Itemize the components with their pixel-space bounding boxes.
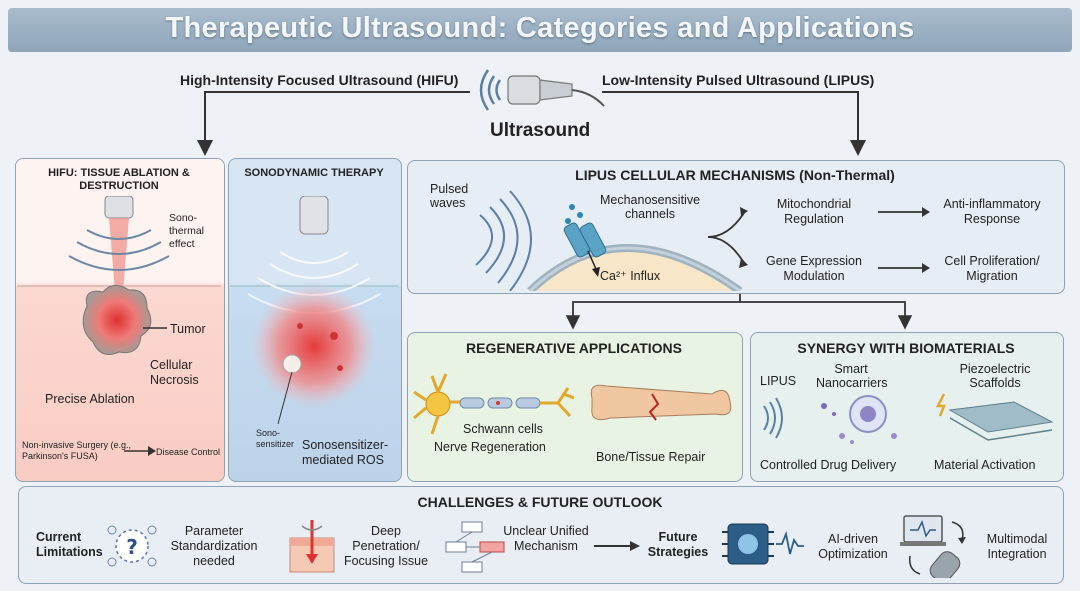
disease-control-label: Disease Control bbox=[156, 447, 221, 457]
future-strategies-label: Future Strategies bbox=[647, 530, 709, 559]
future-arrow-icon bbox=[594, 541, 640, 551]
ultrasound-probe-icon bbox=[479, 69, 605, 111]
gene-label: Gene Expression Modulation bbox=[766, 254, 862, 283]
pulsed-waves-label: Pulsed waves bbox=[430, 182, 469, 210]
synergy-lipus-label: LIPUS bbox=[760, 374, 797, 388]
mechanosensitive-label: Mechanosensitive channels bbox=[599, 193, 701, 221]
sdt-title: SONODYNAMIC THERAPY bbox=[244, 167, 384, 179]
ultrasound-label: Ultrasound bbox=[490, 120, 591, 141]
schwann-label: Schwann cells bbox=[463, 422, 543, 436]
regen-title: REGENERATIVE APPLICATIONS bbox=[466, 340, 682, 356]
sono-thermal-label: Sono-thermal effect bbox=[169, 212, 205, 250]
lipus-cell-illustration bbox=[475, 190, 748, 291]
skin-penetration-icon bbox=[289, 520, 335, 573]
smart-nanocarriers-label: Smart Nanocarriers bbox=[816, 362, 888, 390]
hifu-branch-label: High-Intensity Focused Ultrasound (HIFU) bbox=[180, 72, 459, 88]
calcium-influx-label: Ca²⁺ Influx bbox=[600, 269, 661, 283]
flowchart-icon bbox=[445, 521, 505, 573]
proliferation-label: Cell Proliferation/ Migration bbox=[944, 254, 1040, 283]
svg-text:?: ? bbox=[126, 535, 138, 559]
anti-inflammatory-label: Anti-inflammatory Response bbox=[943, 197, 1041, 226]
parameter-label: Parameter Standardization needed bbox=[170, 524, 258, 568]
mito-label: Mitochondrial Regulation bbox=[776, 197, 852, 226]
material-activation-label: Material Activation bbox=[934, 458, 1036, 472]
piezo-label: Piezoelectric Scaffolds bbox=[959, 362, 1031, 390]
bone-label: Bone/Tissue Repair bbox=[596, 450, 706, 464]
challenges-panel bbox=[18, 486, 1064, 584]
question-cluster-icon: ? bbox=[107, 525, 157, 567]
challenges-title: CHALLENGES & FUTURE OUTLOOK bbox=[417, 494, 663, 510]
title-bar bbox=[8, 8, 1072, 52]
unclear-mechanism-label: Unclear Unified Mechanism bbox=[503, 524, 589, 553]
multimodal-devices-icon bbox=[900, 515, 966, 578]
surgery-arrow-icon bbox=[124, 446, 156, 456]
sonosensitizer-label: Sono-sensitizer bbox=[256, 428, 295, 449]
drug-delivery-label: Controlled Drug Delivery bbox=[760, 458, 897, 472]
current-limitations-label: Current Limitations bbox=[36, 530, 103, 559]
ai-chip-icon bbox=[722, 523, 804, 565]
nerve-label: Nerve Regeneration bbox=[434, 440, 546, 454]
ablation-label: Precise Ablation bbox=[45, 392, 135, 406]
multimodal-label: Multimodal Integration bbox=[986, 532, 1048, 561]
lipus-outcome-arrows bbox=[878, 207, 930, 273]
lipus-title: LIPUS CELLULAR MECHANISMS (Non-Thermal) bbox=[575, 167, 895, 183]
sdt-illustration bbox=[230, 196, 398, 425]
tumor-label: Tumor bbox=[170, 322, 206, 336]
hifu-illustration bbox=[17, 196, 221, 355]
ai-optimization-label: AI-driven Optimization bbox=[818, 532, 888, 561]
synergy-title: SYNERGY WITH BIOMATERIALS bbox=[797, 340, 1015, 356]
lipus-branch-label: Low-Intensity Pulsed Ultrasound (LIPUS) bbox=[602, 72, 875, 88]
page-title: Therapeutic Ultrasound: Categories and A… bbox=[165, 12, 915, 44]
ros-label: Sonosensitizer-mediated ROS bbox=[302, 438, 389, 467]
deep-penetration-label: Deep Penetration/ Focusing Issue bbox=[343, 524, 429, 568]
regen-illustration bbox=[413, 373, 732, 435]
hifu-title: HIFU: TISSUE ABLATION & DESTRUCTION bbox=[48, 167, 190, 192]
necrosis-label: Cellular Necrosis bbox=[150, 358, 199, 387]
surgery-label: Non-invasive Surgery (e.g., Parkinson's … bbox=[22, 440, 132, 461]
synergy-illustration bbox=[763, 393, 1054, 444]
